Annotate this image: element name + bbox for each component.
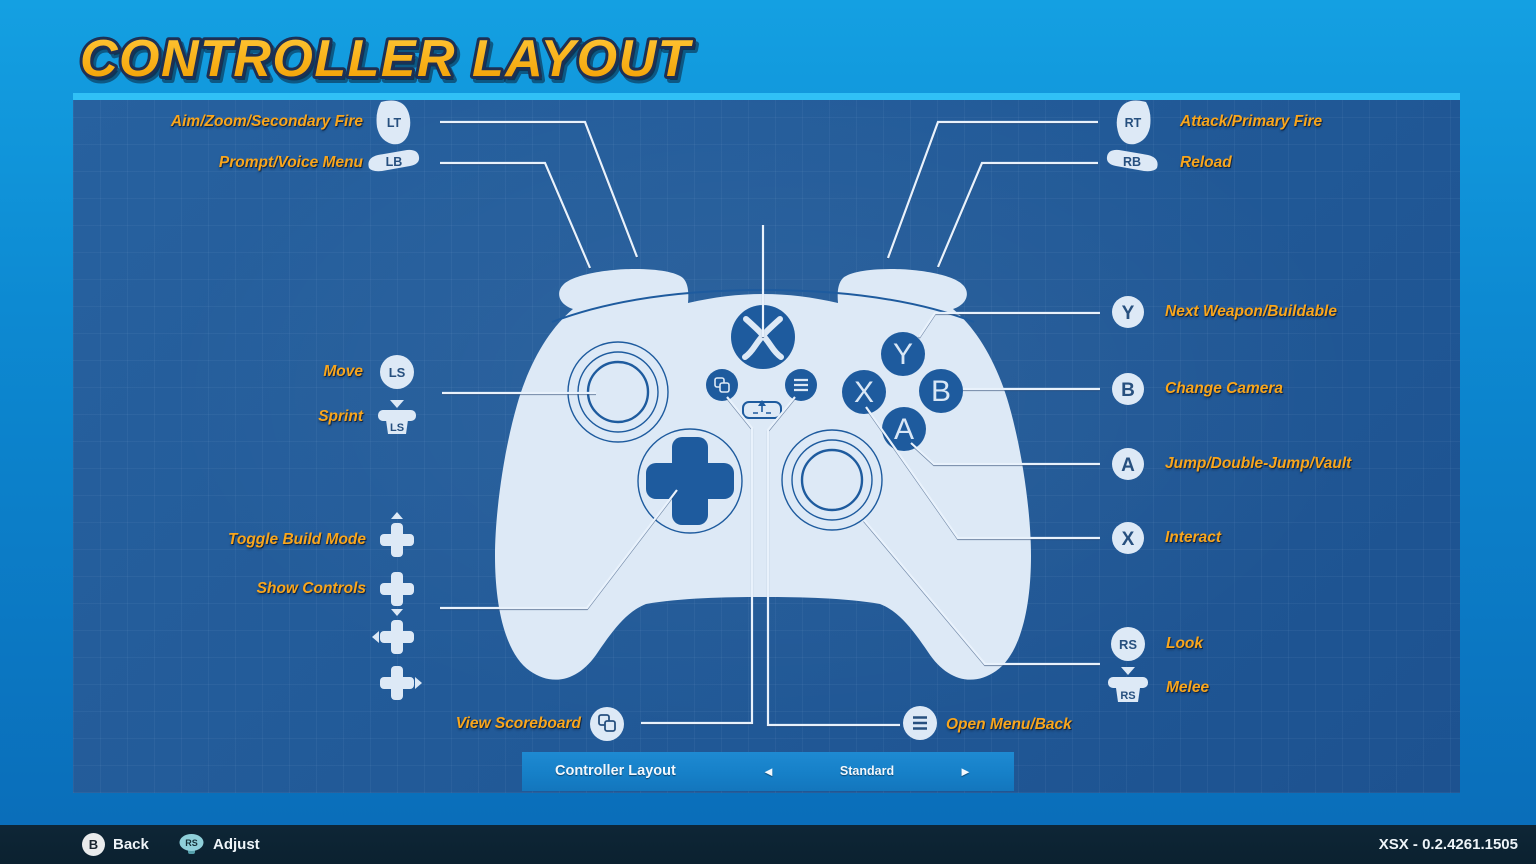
line-lb [440,161,592,269]
selector-title: Controller Layout [555,763,676,779]
a-callout-icon: A [1112,448,1144,480]
rt-trigger-icon: RT [1116,100,1151,145]
b-callout-letter: B [1121,380,1135,401]
callout-aim-zoom-secondary-fire: Aim/Zoom/Secondary Fire [170,113,363,130]
rs-footer-letters: RS [185,838,198,848]
dpad-left-icon [372,620,414,654]
b-button-letter: B [931,375,951,408]
callout-view-scoreboard: View Scoreboard [455,715,581,732]
blueprint-panel [73,93,1460,793]
right-stick [781,429,883,531]
line-rt [886,120,1098,259]
callout-interact: Interact [1165,529,1221,546]
a-callout-letter: A [1121,455,1135,476]
rs-stick-footer-icon: RS [179,833,204,854]
callout-change-camera: Change Camera [1165,380,1284,397]
adjust-label: Adjust [213,836,260,853]
callout-icons: LT LB RT RB LS [368,100,1158,741]
callout-melee: Melee [1166,679,1210,696]
rs-stick-icon: RS [1111,627,1145,661]
selector-next-arrow-icon[interactable]: ► [959,764,972,779]
b-callout-icon: B [1112,373,1144,405]
callout-look: Look [1166,635,1204,652]
callout-reload: Reload [1180,154,1232,171]
x-callout-letter: X [1122,529,1135,550]
line-a [910,442,1100,466]
adjust-button[interactable]: RS Adjust [178,825,260,864]
ls-press-label: LS [390,422,404,434]
page-title: CONTROLLER LAYOUT [80,30,694,88]
callout-show-controls: Show Controls [256,580,366,597]
b-button [919,369,963,413]
layout-selector-bar[interactable]: Controller Layout ◄ Standard ► [522,752,1014,791]
rs-label: RS [1119,637,1137,652]
dpad-up-icon [380,512,414,557]
y-callout-letter: Y [1122,303,1135,324]
dpad [637,428,743,534]
line-view [641,396,754,725]
a-button-letter: A [894,413,914,446]
line-menu [766,396,900,727]
menu-button-icon [785,369,817,401]
x-button-letter: X [854,376,874,409]
callout-open-menu-back: Open Menu/Back [946,716,1072,733]
callout-toggle-build-mode: Toggle Build Mode [227,531,366,548]
line-dpad [440,489,678,610]
line-look [863,519,1100,666]
rt-label: RT [1125,116,1142,130]
view-button-icon [706,369,738,401]
rb-bumper-icon: RB [1106,149,1158,172]
ls-press-icon: LS [378,400,416,434]
dpad-right-icon [380,666,422,700]
b-button-icon: B [82,833,105,856]
lt-label: LT [387,116,402,130]
callout-sprint: Sprint [318,408,363,425]
lb-bumper-icon: LB [368,149,420,172]
a-button [882,407,926,451]
back-label: Back [113,836,149,853]
page-title-shadow: CONTROLLER LAYOUT [83,34,697,92]
selector-prev-arrow-icon[interactable]: ◄ [762,764,775,779]
x-button [842,370,886,414]
y-button [881,332,925,376]
rs-press-label: RS [1120,690,1135,702]
face-buttons: Y X B A [842,332,963,451]
line-lt [440,120,639,258]
y-button-letter: Y [893,338,913,371]
x-callout-icon: X [1112,522,1144,554]
ls-label: LS [389,365,406,380]
ls-stick-icon: LS [380,355,414,389]
callout-prompt-voice-menu: Prompt/Voice Menu [218,154,363,171]
callout-next-weapon-buildable: Next Weapon/Buildable [1165,303,1337,320]
back-button[interactable]: B Back [82,825,149,864]
rb-label: RB [1123,155,1141,169]
rs-press-icon: RS [1108,667,1148,702]
callout-move: Move [323,363,363,380]
view-callout-icon [590,707,624,741]
line-rb [936,161,1098,268]
connection-lines [440,120,1100,727]
lb-label: LB [386,155,403,169]
callout-jump-double-jump-vault: Jump/Double-Jump/Vault [1165,455,1352,472]
controller-body: Y X B A [495,269,1031,680]
selector-value: Standard [839,764,895,778]
build-version: XSX - 0.2.4261.1505 [1378,836,1518,853]
menu-callout-icon [903,706,937,740]
line-y [918,311,1100,338]
share-button-icon [742,400,782,419]
dpad-down-icon [380,572,414,616]
line-x [865,406,1100,540]
y-callout-icon: Y [1112,296,1144,328]
lt-trigger-icon: LT [376,100,411,145]
callout-attack-primary-fire: Attack/Primary Fire [1180,113,1323,130]
footer-bar: B Back RS Adjust XSX - 0.2.4261.1505 [0,825,1536,864]
